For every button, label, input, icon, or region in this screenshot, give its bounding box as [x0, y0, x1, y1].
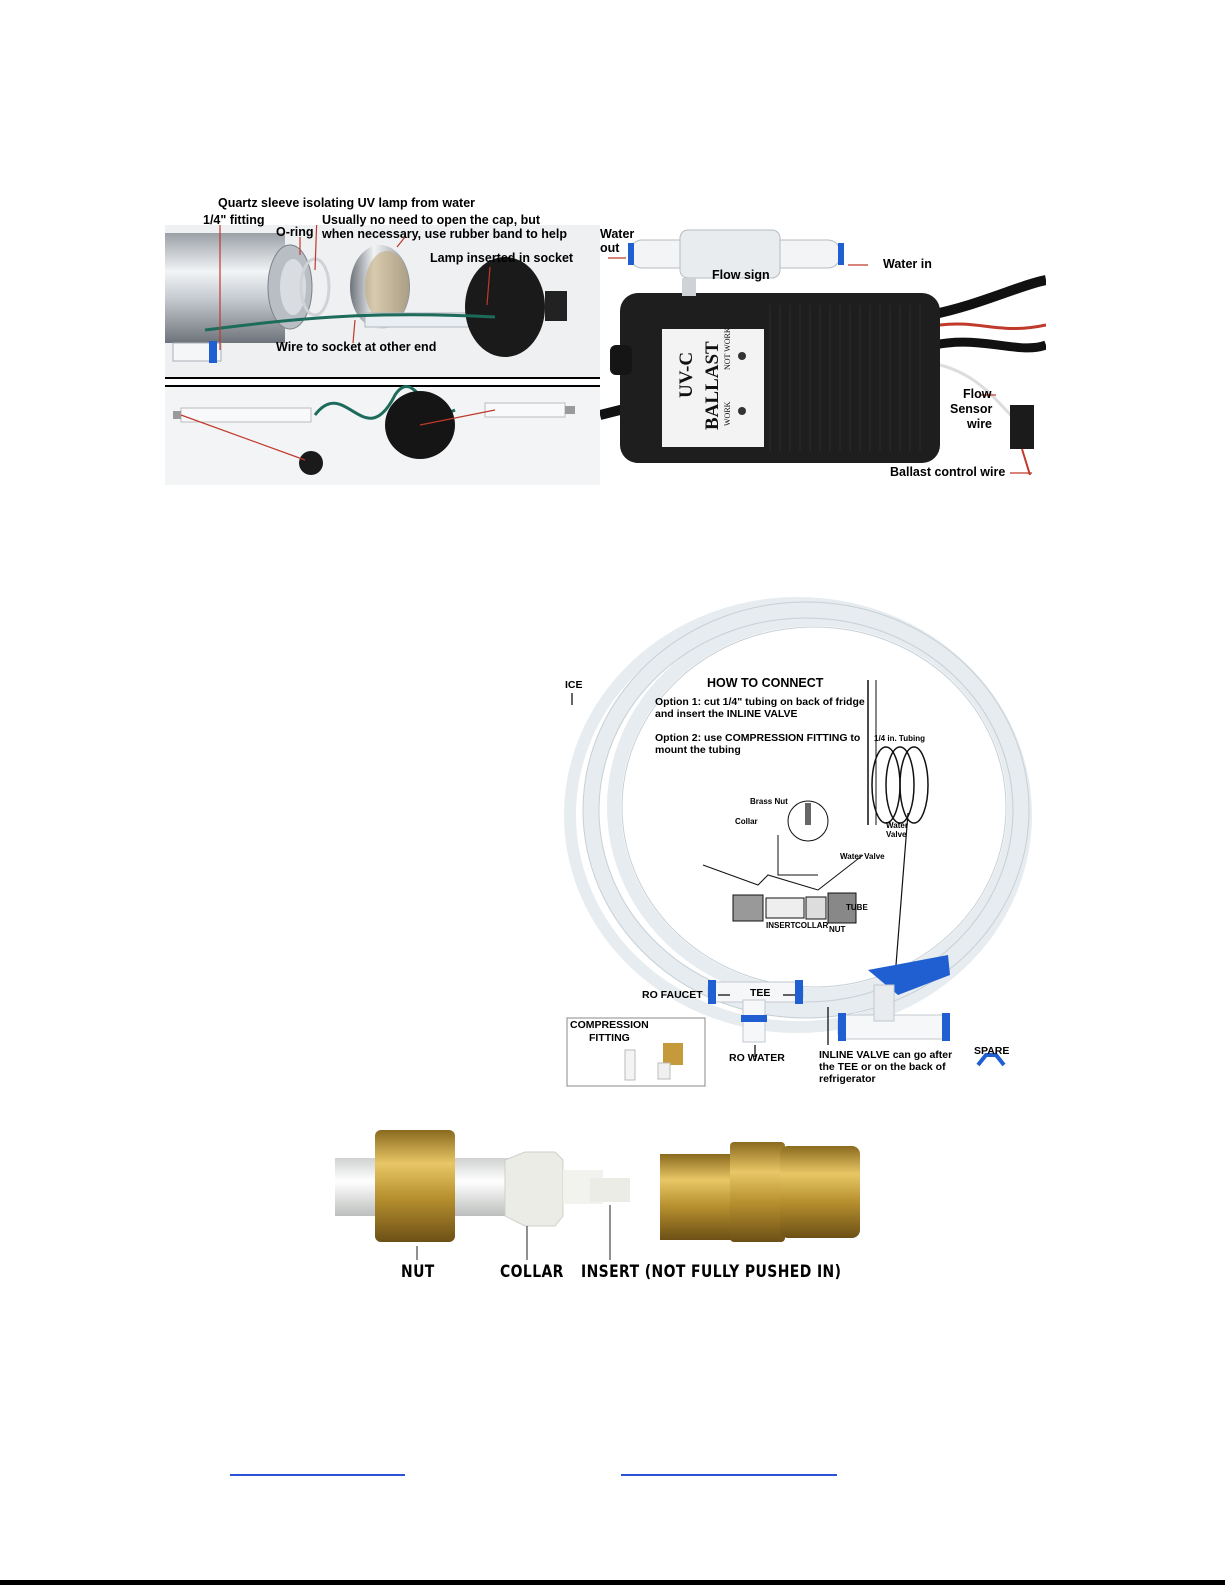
- ballast-illustration: [600, 225, 1046, 485]
- hyperlink-underline-right[interactable]: [621, 1474, 837, 1476]
- label-quartz-sleeve: Quartz sleeve isolating UV lamp from wat…: [218, 196, 476, 210]
- diagram-nut-label: NUT: [829, 925, 846, 934]
- uv-lamp-photo: [165, 225, 600, 485]
- fitting-label-insert: INSERT (NOT FULLY PUSHED IN): [581, 1262, 842, 1282]
- label-ro-water: RO WATER: [729, 1052, 785, 1064]
- label-compression-2: FITTING: [589, 1032, 630, 1044]
- label-spare: SPARE: [974, 1045, 1010, 1057]
- ballast-uvc-text: UV-C: [676, 351, 697, 398]
- diagram-water-valve-1: Water: [886, 821, 908, 830]
- label-water-out-2: out: [600, 241, 620, 255]
- fitting-label-collar: COLLAR: [500, 1262, 564, 1282]
- ballast-panel-title: UV-C: [676, 308, 697, 398]
- ballast-panel-subtitle: BALLAST: [702, 310, 724, 430]
- label-flow-sensor-2: Sensor: [950, 402, 993, 416]
- diagram-water-valve-bottom: Water Valve: [840, 852, 885, 861]
- label-cap-note-1: Usually no need to open the cap, but: [322, 213, 541, 227]
- option2-line2: mount the tubing: [655, 744, 741, 756]
- option1-line2: and insert the INLINE VALVE: [655, 708, 798, 720]
- label-water-out-1: Water: [600, 227, 635, 241]
- compression-fitting-photo: [335, 1130, 872, 1285]
- ballast-photo: [600, 225, 1046, 485]
- label-fitting: 1/4" fitting: [203, 213, 265, 227]
- diagram-brass-nut-label: Brass Nut: [750, 797, 788, 806]
- label-ice: ICE: [565, 679, 583, 691]
- label-flow-sensor-3: wire: [967, 417, 993, 431]
- ballast-ballast-text: BALLAST: [702, 341, 723, 430]
- label-inline-1: INLINE VALVE can go after: [819, 1049, 953, 1061]
- tubing-kit-photo: [558, 545, 1053, 1090]
- label-inline-2: the TEE or on the back of: [819, 1061, 946, 1073]
- diagram-insert-label: INSERT: [766, 921, 796, 930]
- fitting-label-nut: NUT: [401, 1262, 435, 1282]
- label-ballast-control: Ballast control wire: [890, 465, 1006, 479]
- diagram-tube-label: TUBE: [846, 903, 868, 912]
- ballast-not-work-label: NOT WORK: [723, 327, 732, 370]
- diagram-collar2-label: COLLAR: [795, 921, 829, 930]
- label-water-in: Water in: [883, 257, 932, 271]
- tubing-kit-illustration: [558, 545, 1053, 1090]
- label-cap-note-2: when necessary, use rubber band to help: [322, 227, 567, 241]
- label-flow-sign: Flow sign: [712, 268, 770, 282]
- page-bottom-rule: [0, 1580, 1225, 1585]
- label-lamp-socket: Lamp inserted in socket: [430, 251, 574, 265]
- diagram-water-valve-2: Valve: [886, 830, 907, 839]
- how-to-connect-title: HOW TO CONNECT: [707, 676, 824, 690]
- hyperlink-underline-left[interactable]: [230, 1474, 405, 1476]
- diagram-collar-label: Collar: [735, 817, 758, 826]
- uv-lamp-illustration: [165, 225, 600, 485]
- label-ro-faucet: RO FAUCET: [642, 989, 703, 1001]
- label-wire-socket: Wire to socket at other end: [276, 340, 437, 354]
- label-tee: TEE: [750, 987, 771, 999]
- diagram-tubing-label: 1/4 in. Tubing: [874, 734, 925, 743]
- fitting-illustration: [335, 1130, 872, 1285]
- label-inline-3: refrigerator: [819, 1073, 876, 1085]
- ballast-work-label: WORK: [723, 401, 732, 426]
- option1-line1: Option 1: cut 1/4" tubing on back of fri…: [655, 696, 865, 708]
- option2-line1: Option 2: use COMPRESSION FITTING to: [655, 732, 861, 744]
- label-compression-1: COMPRESSION: [570, 1019, 649, 1031]
- label-o-ring: O-ring: [276, 225, 314, 239]
- label-flow-sensor-1: Flow: [963, 387, 992, 401]
